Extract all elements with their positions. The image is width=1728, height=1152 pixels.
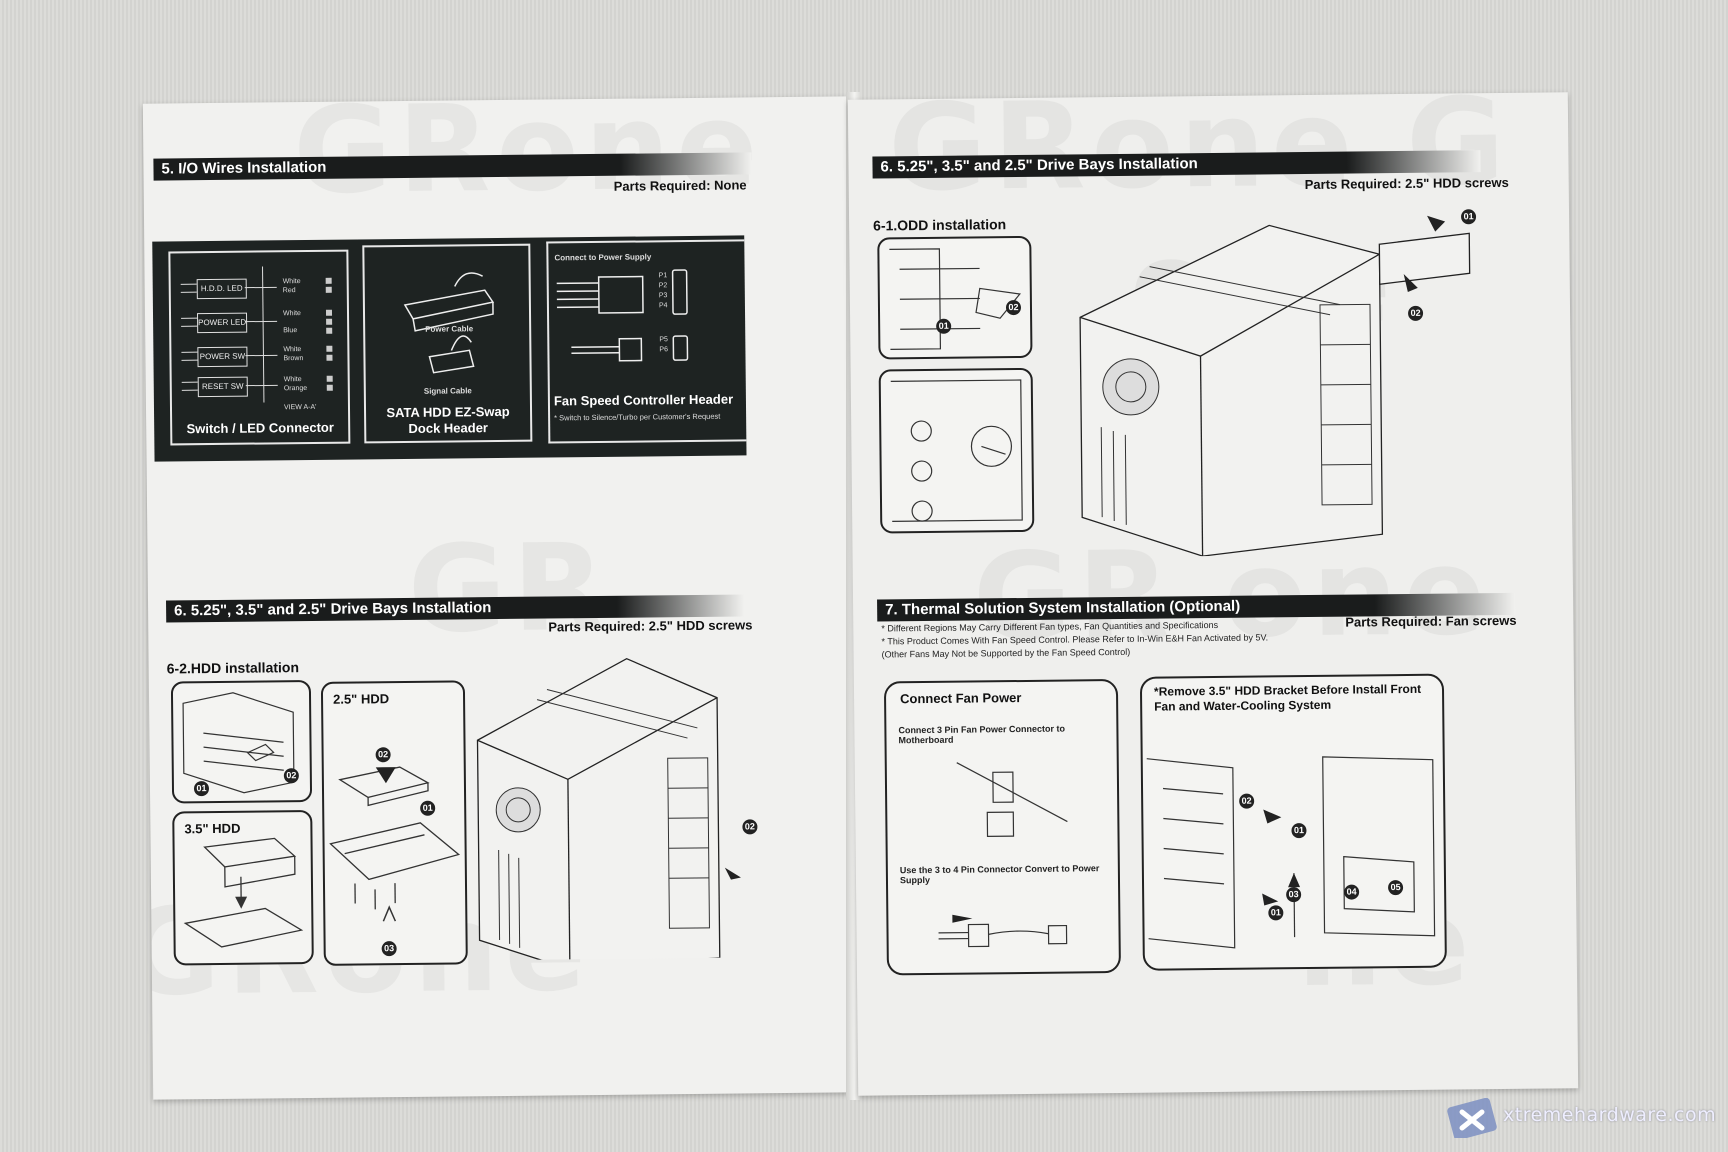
fan-connector-drawing <box>938 762 1068 948</box>
fan-controller-note: * Switch to Silence/Turbo per Customer's… <box>554 411 721 423</box>
fan-power-frame: Connect Fan Power Connect 3 Pin Fan Powe… <box>883 679 1121 976</box>
section-5-parts: Parts Required: None <box>613 177 747 194</box>
step-number: 04 <box>1344 884 1360 900</box>
hdd-25-frame: 2.5" HDD 02 01 03 <box>320 680 468 966</box>
switch-led-caption: Switch / LED Connector <box>186 419 334 437</box>
fan-power-step1: Connect 3 Pin Fan Power Connector to Mot… <box>898 723 1065 746</box>
hdd-35-drawing <box>183 837 304 948</box>
step-number: 02 <box>742 819 758 835</box>
section-6a-parts: Parts Required: 2.5" HDD screws <box>1304 174 1509 193</box>
step-number: 01 <box>1291 823 1307 839</box>
fan-power-step2: Use the 3 to 4 Pin Connector Convert to … <box>899 863 1100 886</box>
site-watermark: xtremehardware.com <box>1503 1104 1717 1126</box>
hdd-installation-subtitle: 6-2.HDD installation <box>166 659 300 677</box>
hdd-25-drawing <box>329 766 461 922</box>
fan-controller-caption: Fan Speed Controller Header <box>553 391 734 409</box>
sata-connector-drawing <box>403 272 495 374</box>
sata-dock-caption: SATA HDD EZ-Swap Dock Header <box>386 403 510 436</box>
switch-led-panel: H.D.D. LED POWER LED POWER SW RESET SW W… <box>168 249 351 446</box>
sata-dock-panel: Power Cable Signal Cable SATA HDD EZ-Swa… <box>362 243 533 444</box>
step-number: 01 <box>193 781 210 797</box>
hdd-35-frame: 3.5" HDD <box>172 809 314 966</box>
step-number: 01 <box>1460 209 1477 225</box>
odd-step-frame-2 <box>878 367 1035 534</box>
step-number: 03 <box>1286 887 1302 903</box>
section-6b-parts: Parts Required: 2.5" HDD screws <box>548 617 753 635</box>
hdd-tray-drawing <box>182 692 295 794</box>
step-number: 02 <box>1407 305 1424 321</box>
view-label: VIEW A-A' <box>283 403 317 412</box>
signal-cable-label: Signal Cable <box>423 386 472 396</box>
hdd-25-label: 2.5" HDD <box>332 691 390 707</box>
xtremehardware-logo-icon <box>1447 1098 1497 1138</box>
step-number: 02 <box>1005 299 1022 316</box>
odd-step-frame-1: 01 02 <box>877 235 1033 360</box>
step-number: 02 <box>283 768 299 784</box>
step-number: 03 <box>381 941 397 957</box>
section-7-parts: Parts Required: Fan screws <box>1345 612 1517 630</box>
bracket-removal-title: *Remove 3.5" HDD Bracket Before Install … <box>1153 681 1422 714</box>
power-cable-label: Power Cable <box>425 324 474 334</box>
fan-header-drawing <box>556 269 689 362</box>
pc-case-drawing-right <box>1079 215 1471 557</box>
manual-right-page: GRone G one GR one ne 6. 5.25", 3.5" and… <box>847 92 1579 1096</box>
odd-bay-drawing <box>889 248 1021 350</box>
hdd-35-label: 3.5" HDD <box>184 820 241 837</box>
step-number: 02 <box>1239 793 1255 809</box>
step-number: 01 <box>1268 905 1284 921</box>
led-connector-lines <box>180 266 333 403</box>
odd-installation-subtitle: 6-1.ODD installation <box>873 216 1007 234</box>
hdd-step-frame: 01 02 <box>170 679 313 804</box>
io-wires-diagram: H.D.D. LED POWER LED POWER SW RESET SW W… <box>152 235 747 462</box>
fan-power-title: Connect Fan Power <box>900 690 1022 707</box>
manual-left-page: GRone GR GRone 5. I/O Wires Installation… <box>142 96 859 1100</box>
pc-case-drawing-left <box>476 657 741 961</box>
fan-controller-panel: Connect to Power Supply P1 P2 P3 P4 P5 P… <box>546 239 747 444</box>
step-number: 01 <box>420 800 436 816</box>
step-number: 01 <box>936 318 952 334</box>
bracket-removal-drawing <box>1146 756 1436 949</box>
bracket-removal-frame: *Remove 3.5" HDD Bracket Before Install … <box>1139 673 1447 971</box>
step-number: 02 <box>375 747 391 763</box>
odd-latch-drawing <box>890 379 1023 522</box>
step-number: 05 <box>1388 880 1404 896</box>
